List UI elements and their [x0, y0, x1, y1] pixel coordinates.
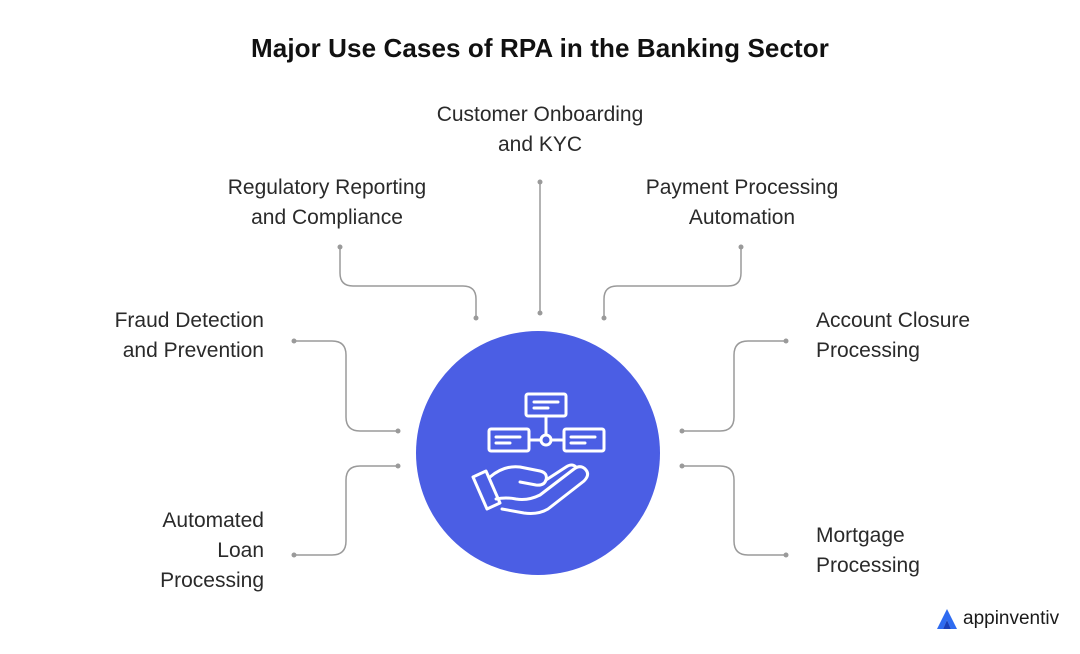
label-line: Automation [688, 206, 796, 229]
label-line: and KYC [497, 133, 583, 156]
label-line: Loan [217, 539, 264, 562]
label-line: Account Closure [816, 309, 971, 332]
brand-logo: appinventiv [935, 604, 1059, 634]
label-line: Processing [160, 569, 264, 592]
label-line: and Compliance [251, 206, 403, 229]
connector-account-closure [682, 340, 786, 432]
label-line: Mortgage [816, 524, 905, 547]
label-customer-onboarding: Customer Onboarding and KYC [400, 100, 680, 160]
label-line: Regulatory Reporting [227, 176, 427, 199]
page-title: Major Use Cases of RPA in the Banking Se… [251, 33, 829, 63]
label-payment-processing: Payment Processing Automation [615, 173, 869, 233]
hand-holding-workflow-icon [471, 392, 606, 515]
label-automated-loan: Automated Loan Processing [80, 506, 264, 596]
label-line: Fraud Detection [114, 309, 264, 332]
connector-regulatory-reporting [339, 247, 477, 318]
label-regulatory-reporting: Regulatory Reporting and Compliance [196, 173, 458, 233]
connector-automated-loan [294, 465, 398, 556]
label-line: Processing [816, 554, 920, 577]
label-line: Payment Processing [645, 176, 839, 199]
label-line: Automated [162, 509, 264, 532]
label-line: and Prevention [122, 339, 264, 362]
connector-payment-processing [603, 247, 742, 318]
label-line: Processing [816, 339, 920, 362]
brand-name: appinventiv [963, 608, 1060, 629]
connector-fraud-detection [294, 340, 398, 432]
label-account-closure: Account Closure Processing [816, 306, 1036, 366]
label-fraud-detection: Fraud Detection and Prevention [40, 306, 264, 366]
appinventiv-logo-icon [937, 609, 957, 629]
label-mortgage: Mortgage Processing [816, 521, 1016, 581]
center-hub [416, 331, 660, 575]
label-line: Customer Onboarding [436, 103, 644, 126]
connector-mortgage [682, 465, 786, 556]
